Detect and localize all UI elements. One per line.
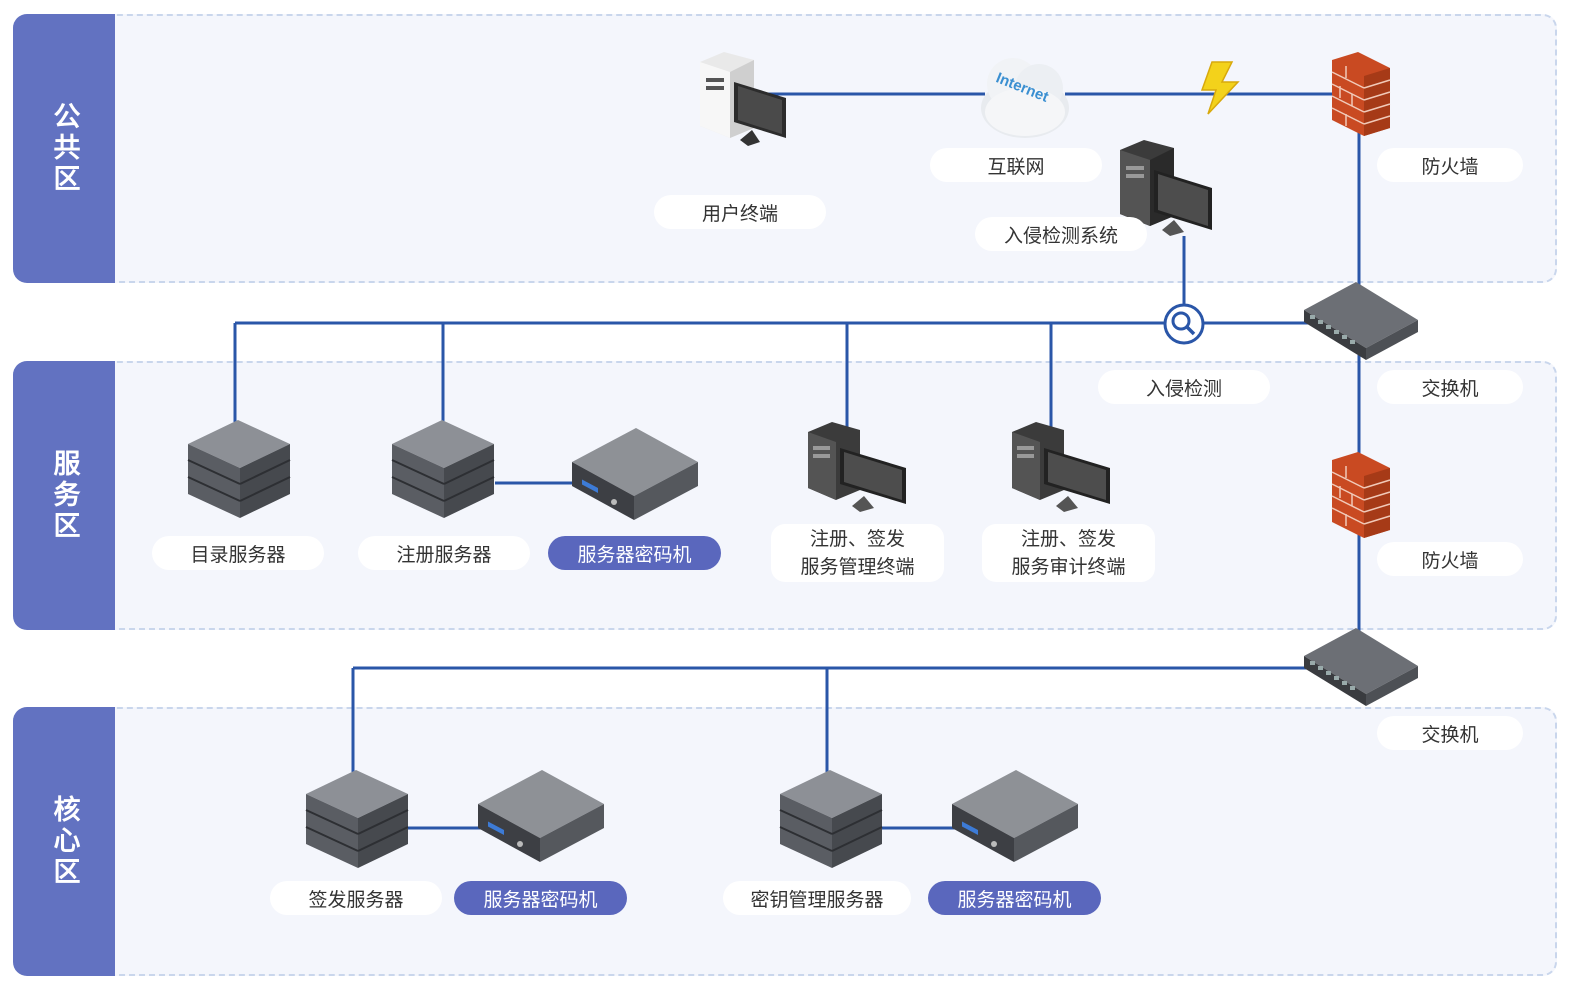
zone-core: 核心区: [13, 707, 1557, 976]
zone-service-tab: 服务区: [13, 361, 115, 630]
ids-system-label: 入侵检测系统: [975, 217, 1147, 251]
switch-bottom-icon: [1304, 628, 1418, 706]
reg-mgmt-terminal-label: 注册、签发 服务管理终端: [771, 524, 944, 582]
user-terminal-label: 用户终端: [654, 195, 826, 229]
sign-server-icon: [305, 770, 409, 868]
zone-service-label: 服务区: [48, 449, 80, 542]
zone-public: 公共区: [13, 14, 1557, 283]
reg-audit-terminal-label: 注册、签发 服务审计终端: [982, 524, 1155, 582]
zone-core-label: 核心区: [48, 795, 80, 888]
reg-mgmt-line1: 注册、签发: [809, 528, 905, 550]
key-mgmt-server-icon: [779, 770, 883, 868]
internet-label: 互联网: [930, 148, 1102, 182]
switch-bottom-label: 交换机: [1377, 716, 1523, 750]
firewall-mid-icon: [1331, 452, 1391, 538]
dir-server-label: 目录服务器: [152, 536, 324, 570]
sign-server-label: 签发服务器: [270, 881, 442, 915]
zone-core-tab: 核心区: [13, 707, 115, 976]
dir-server-icon: [187, 420, 291, 518]
core-hsm-2-label: 服务器密码机: [928, 881, 1101, 915]
user-terminal-icon: [700, 52, 786, 146]
lightning-icon: [1200, 61, 1240, 115]
core-hsm-2-icon: [952, 770, 1078, 862]
core-hsm-1-label: 服务器密码机: [454, 881, 627, 915]
core-hsm-1-icon: [478, 770, 604, 862]
internet-cloud-icon: Internet: [981, 58, 1069, 138]
mgmt-terminal-icon: [808, 422, 906, 512]
audit-terminal-icon: [1012, 422, 1110, 512]
firewall-top-label: 防火墙: [1377, 148, 1523, 182]
zone-public-label: 公共区: [48, 102, 80, 195]
switch-top-label: 交换机: [1377, 370, 1523, 404]
switch-top-icon: [1304, 282, 1418, 360]
zone-service: 服务区: [13, 361, 1557, 630]
ids-probe-icon: [1163, 303, 1205, 345]
reg-audit-line2: 服务审计终端: [1011, 556, 1126, 578]
ids-system-icon: [1120, 140, 1212, 236]
firewall-mid-label: 防火墙: [1377, 542, 1523, 576]
ids-probe-label: 入侵检测: [1098, 370, 1270, 404]
svc-hsm-label: 服务器密码机: [548, 536, 721, 570]
key-mgmt-server-label: 密钥管理服务器: [723, 881, 911, 915]
svc-hsm-icon: [572, 428, 698, 520]
reg-server-label: 注册服务器: [358, 536, 530, 570]
reg-audit-line1: 注册、签发: [1020, 528, 1116, 550]
zone-public-tab: 公共区: [13, 14, 115, 283]
firewall-top-icon: [1331, 52, 1391, 136]
reg-mgmt-line2: 服务管理终端: [800, 556, 915, 578]
reg-server-icon: [391, 420, 495, 518]
